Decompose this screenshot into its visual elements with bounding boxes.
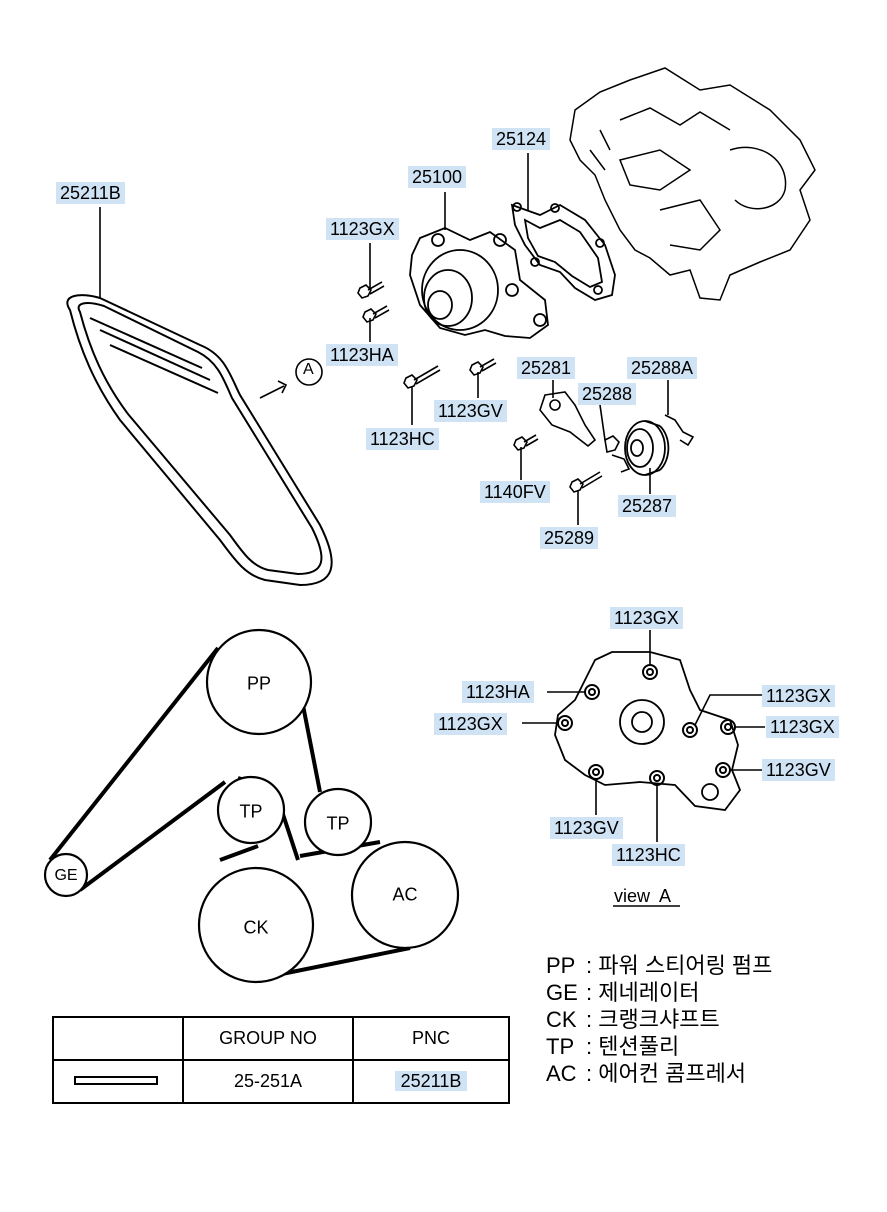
label-gasket: 25124 xyxy=(492,128,551,150)
label-clip-a: 25288A xyxy=(627,357,698,379)
pulley-circles xyxy=(43,628,460,984)
pulley-label-ck: CK xyxy=(243,917,269,938)
view-a-label-bottom-gv: 1123GV xyxy=(550,817,623,839)
group-table-col-pnc: PNC xyxy=(352,1016,510,1061)
label-pulley-bolt: 25289 xyxy=(540,527,599,549)
label-water-pump: 25100 xyxy=(408,166,467,188)
view-a-label-right-gx-lower: 1123GX xyxy=(766,716,839,738)
view-a-pump-shape xyxy=(554,651,742,811)
view-a-label-bottom-hc: 1123HC xyxy=(612,844,685,866)
group-table-icon-header xyxy=(52,1016,184,1061)
group-table-header: GROUP NO PNC xyxy=(52,1016,510,1061)
group-table-icon-cell xyxy=(52,1059,184,1104)
gasket-shape xyxy=(510,202,616,301)
pulley-legend: PP: 파워 스티어링 펌프 GE: 제네레이터 CK: 크랭크샤프트 TP: … xyxy=(546,952,772,1087)
legend-text: 크랭크샤프트 xyxy=(598,1007,720,1032)
legend-sep: : xyxy=(586,1034,593,1059)
idler-pulley-shape xyxy=(624,420,670,476)
view-marker-letter: A xyxy=(303,361,314,378)
legend-row: AC: 에어컨 콤프레서 xyxy=(546,1060,772,1087)
legend-row: GE: 제네레이터 xyxy=(546,979,772,1006)
leader-lines xyxy=(99,153,765,907)
view-a-arrow xyxy=(259,358,323,399)
label-bolt-gx: 1123GX xyxy=(326,218,399,240)
legend-abbr: AC xyxy=(546,1061,577,1086)
pulley-label-ac: AC xyxy=(392,884,418,905)
legend-sep: : xyxy=(586,1007,593,1032)
label-bolt-ha: 1123HA xyxy=(326,344,398,366)
pulley-label-tp-right: TP xyxy=(326,813,350,834)
legend-text: 제네레이터 xyxy=(598,980,700,1005)
label-bolt-fv: 1140FV xyxy=(480,481,550,503)
legend-row: PP: 파워 스티어링 펌프 xyxy=(546,952,772,979)
label-bolt-gv: 1123GV xyxy=(434,400,507,422)
label-bolt-hc: 1123HC xyxy=(366,428,439,450)
view-a-label-ha: 1123HA xyxy=(462,681,534,703)
view-a-label-right-gx-upper: 1123GX xyxy=(762,685,835,707)
water-pump-shape xyxy=(409,227,549,339)
legend-sep: : xyxy=(586,953,593,978)
tensioner-bracket-shape xyxy=(539,391,597,448)
legend-text: 에어컨 콤프레서 xyxy=(598,1061,747,1086)
legend-text: 텐션풀리 xyxy=(598,1034,680,1059)
legend-sep: : xyxy=(586,980,593,1005)
legend-abbr: PP xyxy=(546,953,576,978)
view-a-caption: view A xyxy=(614,886,672,906)
pulley-label-ge: GE xyxy=(54,867,78,884)
view-a-label-right-gv: 1123GV xyxy=(762,759,835,781)
pulley-label-tp-left: TP xyxy=(239,801,263,822)
label-clip: 25288 xyxy=(578,383,637,405)
group-table-col-group: GROUP NO xyxy=(182,1016,354,1061)
view-a-label-left-gx: 1123GX xyxy=(434,713,507,735)
legend-row: TP: 텐션풀리 xyxy=(546,1033,772,1060)
legend-sep: : xyxy=(586,1061,593,1086)
belt-part-shape xyxy=(66,294,333,587)
engine-block-outline xyxy=(569,67,816,301)
label-tensioner-bracket: 25281 xyxy=(517,357,576,379)
group-table-group-no: 25-251A xyxy=(182,1059,354,1104)
view-a-label-top-gx: 1123GX xyxy=(610,607,683,629)
clip-shapes xyxy=(604,414,695,473)
legend-abbr: CK xyxy=(546,1007,577,1032)
group-table-pnc-link[interactable]: 25211B xyxy=(394,1071,468,1091)
bolt-shapes xyxy=(357,281,603,493)
label-idler-pulley: 25287 xyxy=(618,495,677,517)
pulley-label-pp: PP xyxy=(246,673,272,694)
legend-abbr: TP xyxy=(546,1034,575,1059)
group-table: GROUP NO PNC 25-251A 25211B xyxy=(52,1016,510,1104)
group-table-pnc-cell[interactable]: 25211B xyxy=(352,1059,510,1104)
legend-abbr: GE xyxy=(546,980,578,1005)
label-belt: 25211B xyxy=(56,182,125,204)
group-table-row: 25-251A 25211B xyxy=(52,1059,510,1104)
legend-text: 파워 스티어링 펌프 xyxy=(598,953,773,978)
legend-row: CK: 크랭크샤프트 xyxy=(546,1006,772,1033)
